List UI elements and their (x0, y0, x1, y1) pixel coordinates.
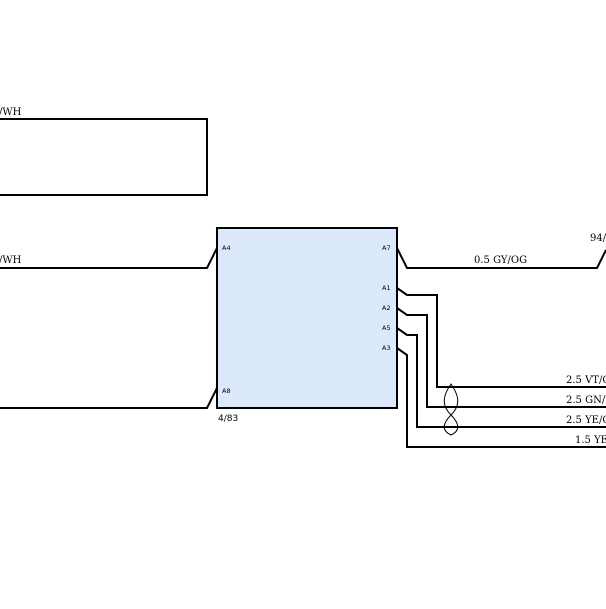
left-component-box (0, 118, 208, 196)
wire-a4 (0, 247, 218, 269)
pin-a2: A2 (382, 304, 391, 312)
pin-a7: A7 (382, 244, 391, 252)
module-ref: 4/83 (218, 414, 238, 424)
wire-label-a3: 1.5 YE (575, 435, 606, 446)
wire-label-top-left: /WH (0, 107, 22, 118)
wire-label-a7: 0.5 GY/OG (474, 255, 527, 266)
wire-label-a4: /WH (0, 255, 22, 266)
control-module (216, 227, 398, 409)
wire-label-a1: 2.5 VT/C (566, 375, 606, 386)
pin-a4: A4 (222, 244, 231, 252)
wire-a7 (396, 247, 606, 269)
wire-a8 (0, 387, 218, 409)
wire-a1 (396, 287, 606, 388)
wire-label-a5: 2.5 YE/C (566, 415, 606, 426)
pin-a5: A5 (382, 324, 391, 332)
twisted-pair-symbol (443, 383, 459, 436)
wire-label-a2: 2.5 GN/V (566, 395, 606, 406)
pin-a8: A8 (222, 387, 231, 395)
pin-a3: A3 (382, 344, 391, 352)
wire-a2 (396, 307, 606, 408)
wire-a5 (396, 327, 606, 428)
wire-a3 (396, 347, 606, 448)
wire-ref-a7: 94/ (590, 233, 606, 244)
pin-a1: A1 (382, 284, 391, 292)
